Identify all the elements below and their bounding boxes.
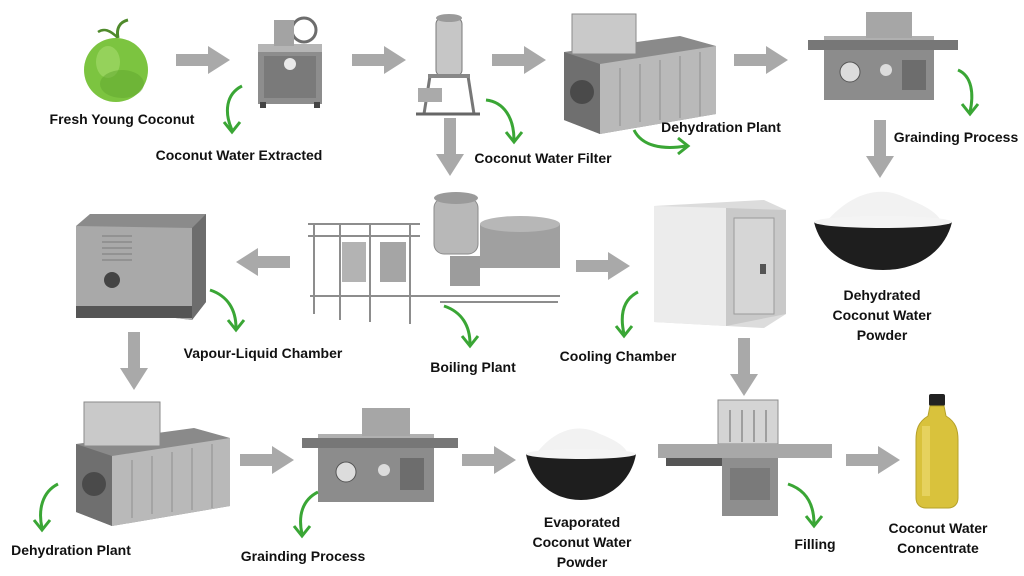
- flow-arrow-right: [240, 446, 294, 474]
- dehydration-plant-icon: [560, 6, 720, 136]
- label-evaporated-powder: Evaporated Coconut Water Powder: [532, 514, 632, 570]
- dehydration-plant-icon: [72, 394, 234, 530]
- bottle-icon: [912, 392, 962, 510]
- flow-arrow-right: [576, 252, 630, 280]
- label-grinding-top: Grainding Process: [893, 129, 1019, 145]
- label-pointer-arrow: [784, 482, 824, 532]
- flow-arrow-down: [436, 118, 464, 176]
- label-grinding-bottom: Grainding Process: [240, 548, 366, 564]
- label-pointer-arrow: [440, 304, 480, 352]
- flow-arrow-down: [866, 120, 894, 178]
- powder-bowl-icon: [810, 186, 956, 274]
- label-filling: Filling: [794, 536, 836, 552]
- flow-arrow-right: [352, 46, 406, 74]
- label-pointer-arrow: [954, 68, 984, 120]
- filter-tank-icon: [412, 10, 484, 122]
- extractor-machine-icon: [250, 14, 336, 110]
- grinding-machine-icon: [806, 6, 962, 110]
- label-boiling-plant: Boiling Plant: [430, 359, 516, 375]
- flow-arrow-right: [734, 46, 788, 74]
- grinding-machine-icon: [300, 400, 462, 512]
- flow-arrow-down: [120, 332, 148, 390]
- label-fresh-coconut: Fresh Young Coconut: [49, 111, 195, 127]
- flow-arrow-right: [176, 46, 230, 74]
- label-concentrate: Coconut Water Concentrate: [888, 520, 988, 556]
- powder-bowl-icon: [522, 424, 640, 504]
- label-cooling-chamber: Cooling Chamber: [559, 348, 677, 364]
- label-pointer-arrow: [290, 490, 322, 542]
- flow-arrow-left: [236, 248, 290, 276]
- label-pointer-arrow: [30, 482, 62, 536]
- flow-arrow-right: [846, 446, 900, 474]
- label-pointer-arrow: [206, 288, 246, 336]
- flow-arrow-right: [462, 446, 516, 474]
- label-pointer-arrow: [218, 84, 248, 138]
- flow-arrow-right: [492, 46, 546, 74]
- filling-machine-icon: [656, 396, 834, 522]
- label-dehydrated-powder: Dehydrated Coconut Water Powder: [832, 287, 932, 343]
- label-pointer-arrow: [484, 96, 524, 150]
- label-water-extracted: Coconut Water Extracted: [155, 147, 323, 163]
- boiling-plant-icon: [300, 184, 574, 328]
- coconut-icon: [80, 18, 156, 106]
- label-vapour-chamber: Vapour-Liquid Chamber: [183, 345, 343, 361]
- vapour-chamber-icon: [72, 206, 210, 326]
- label-dehydration-bottom: Dehydration Plant: [11, 542, 131, 558]
- cold-room-icon: [650, 196, 790, 330]
- label-pointer-arrow: [632, 126, 694, 158]
- label-pointer-arrow: [610, 290, 642, 342]
- label-water-filter: Coconut Water Filter: [474, 150, 612, 166]
- flow-arrow-down: [730, 338, 758, 396]
- label-dehydration-top: Dehydration Plant: [661, 119, 781, 135]
